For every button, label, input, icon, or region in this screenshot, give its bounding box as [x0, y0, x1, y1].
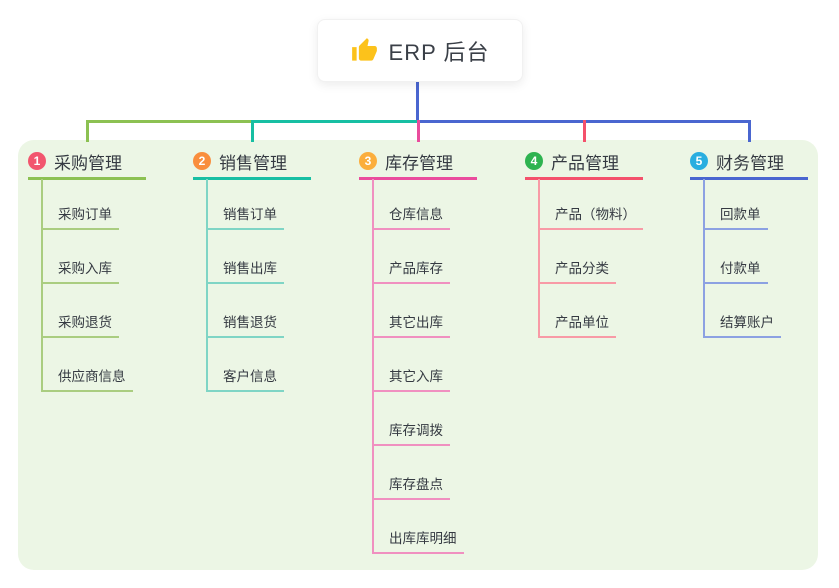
branch-spine-line: [41, 179, 43, 392]
branch-node-采购管理[interactable]: 1 采购管理: [28, 148, 146, 180]
branch-label: 销售管理: [219, 153, 287, 173]
thumbs-up-icon: [351, 37, 378, 64]
connector-bus-segment: [86, 120, 254, 123]
branch-number-badge: 2: [193, 152, 211, 170]
child-node[interactable]: 供应商信息: [41, 364, 133, 392]
child-node[interactable]: 回款单: [703, 202, 768, 230]
branch-node-产品管理[interactable]: 4 产品管理: [525, 148, 643, 180]
child-node[interactable]: 产品分类: [538, 256, 616, 284]
branch-spine-line: [538, 179, 540, 338]
child-node[interactable]: 销售出库: [206, 256, 284, 284]
child-node[interactable]: 销售订单: [206, 202, 284, 230]
branch-number-badge: 4: [525, 152, 543, 170]
branch-number-badge: 5: [690, 152, 708, 170]
child-node[interactable]: 其它入库: [372, 364, 450, 392]
child-node[interactable]: 仓库信息: [372, 202, 450, 230]
branch-node-财务管理[interactable]: 5 财务管理: [690, 148, 808, 180]
branch-drop-line: [748, 120, 751, 142]
branch-label: 库存管理: [385, 153, 453, 173]
child-node[interactable]: 库存调拨: [372, 418, 450, 446]
branch-spine-line: [703, 179, 705, 338]
child-node[interactable]: 库存盘点: [372, 472, 450, 500]
child-node[interactable]: 采购退货: [41, 310, 119, 338]
child-node[interactable]: 产品（物料）: [538, 202, 643, 230]
child-node[interactable]: 客户信息: [206, 364, 284, 392]
root-connector-line: [416, 82, 419, 123]
child-node[interactable]: 产品库存: [372, 256, 450, 284]
child-node[interactable]: 采购入库: [41, 256, 119, 284]
child-node[interactable]: 采购订单: [41, 202, 119, 230]
child-node[interactable]: 其它出库: [372, 310, 450, 338]
connector-bus-segment: [251, 120, 420, 123]
root-label: ERP 后台: [388, 39, 490, 65]
child-node[interactable]: 出库库明细: [372, 526, 464, 554]
branch-drop-line: [251, 120, 254, 142]
branch-number-badge: 1: [28, 152, 46, 170]
branch-spine-line: [206, 179, 208, 392]
branch-label: 采购管理: [54, 153, 122, 173]
branch-node-销售管理[interactable]: 2 销售管理: [193, 148, 311, 180]
branch-drop-line: [417, 120, 420, 142]
branch-label: 产品管理: [551, 153, 619, 173]
child-node[interactable]: 销售退货: [206, 310, 284, 338]
child-node[interactable]: 结算账户: [703, 310, 781, 338]
branch-node-库存管理[interactable]: 3 库存管理: [359, 148, 477, 180]
branch-label: 财务管理: [716, 153, 784, 173]
child-node[interactable]: 付款单: [703, 256, 768, 284]
branch-spine-line: [372, 179, 374, 554]
child-node[interactable]: 产品单位: [538, 310, 616, 338]
branch-drop-line: [583, 120, 586, 142]
branch-drop-line: [86, 120, 89, 142]
root-node[interactable]: ERP 后台: [317, 19, 523, 82]
branch-number-badge: 3: [359, 152, 377, 170]
